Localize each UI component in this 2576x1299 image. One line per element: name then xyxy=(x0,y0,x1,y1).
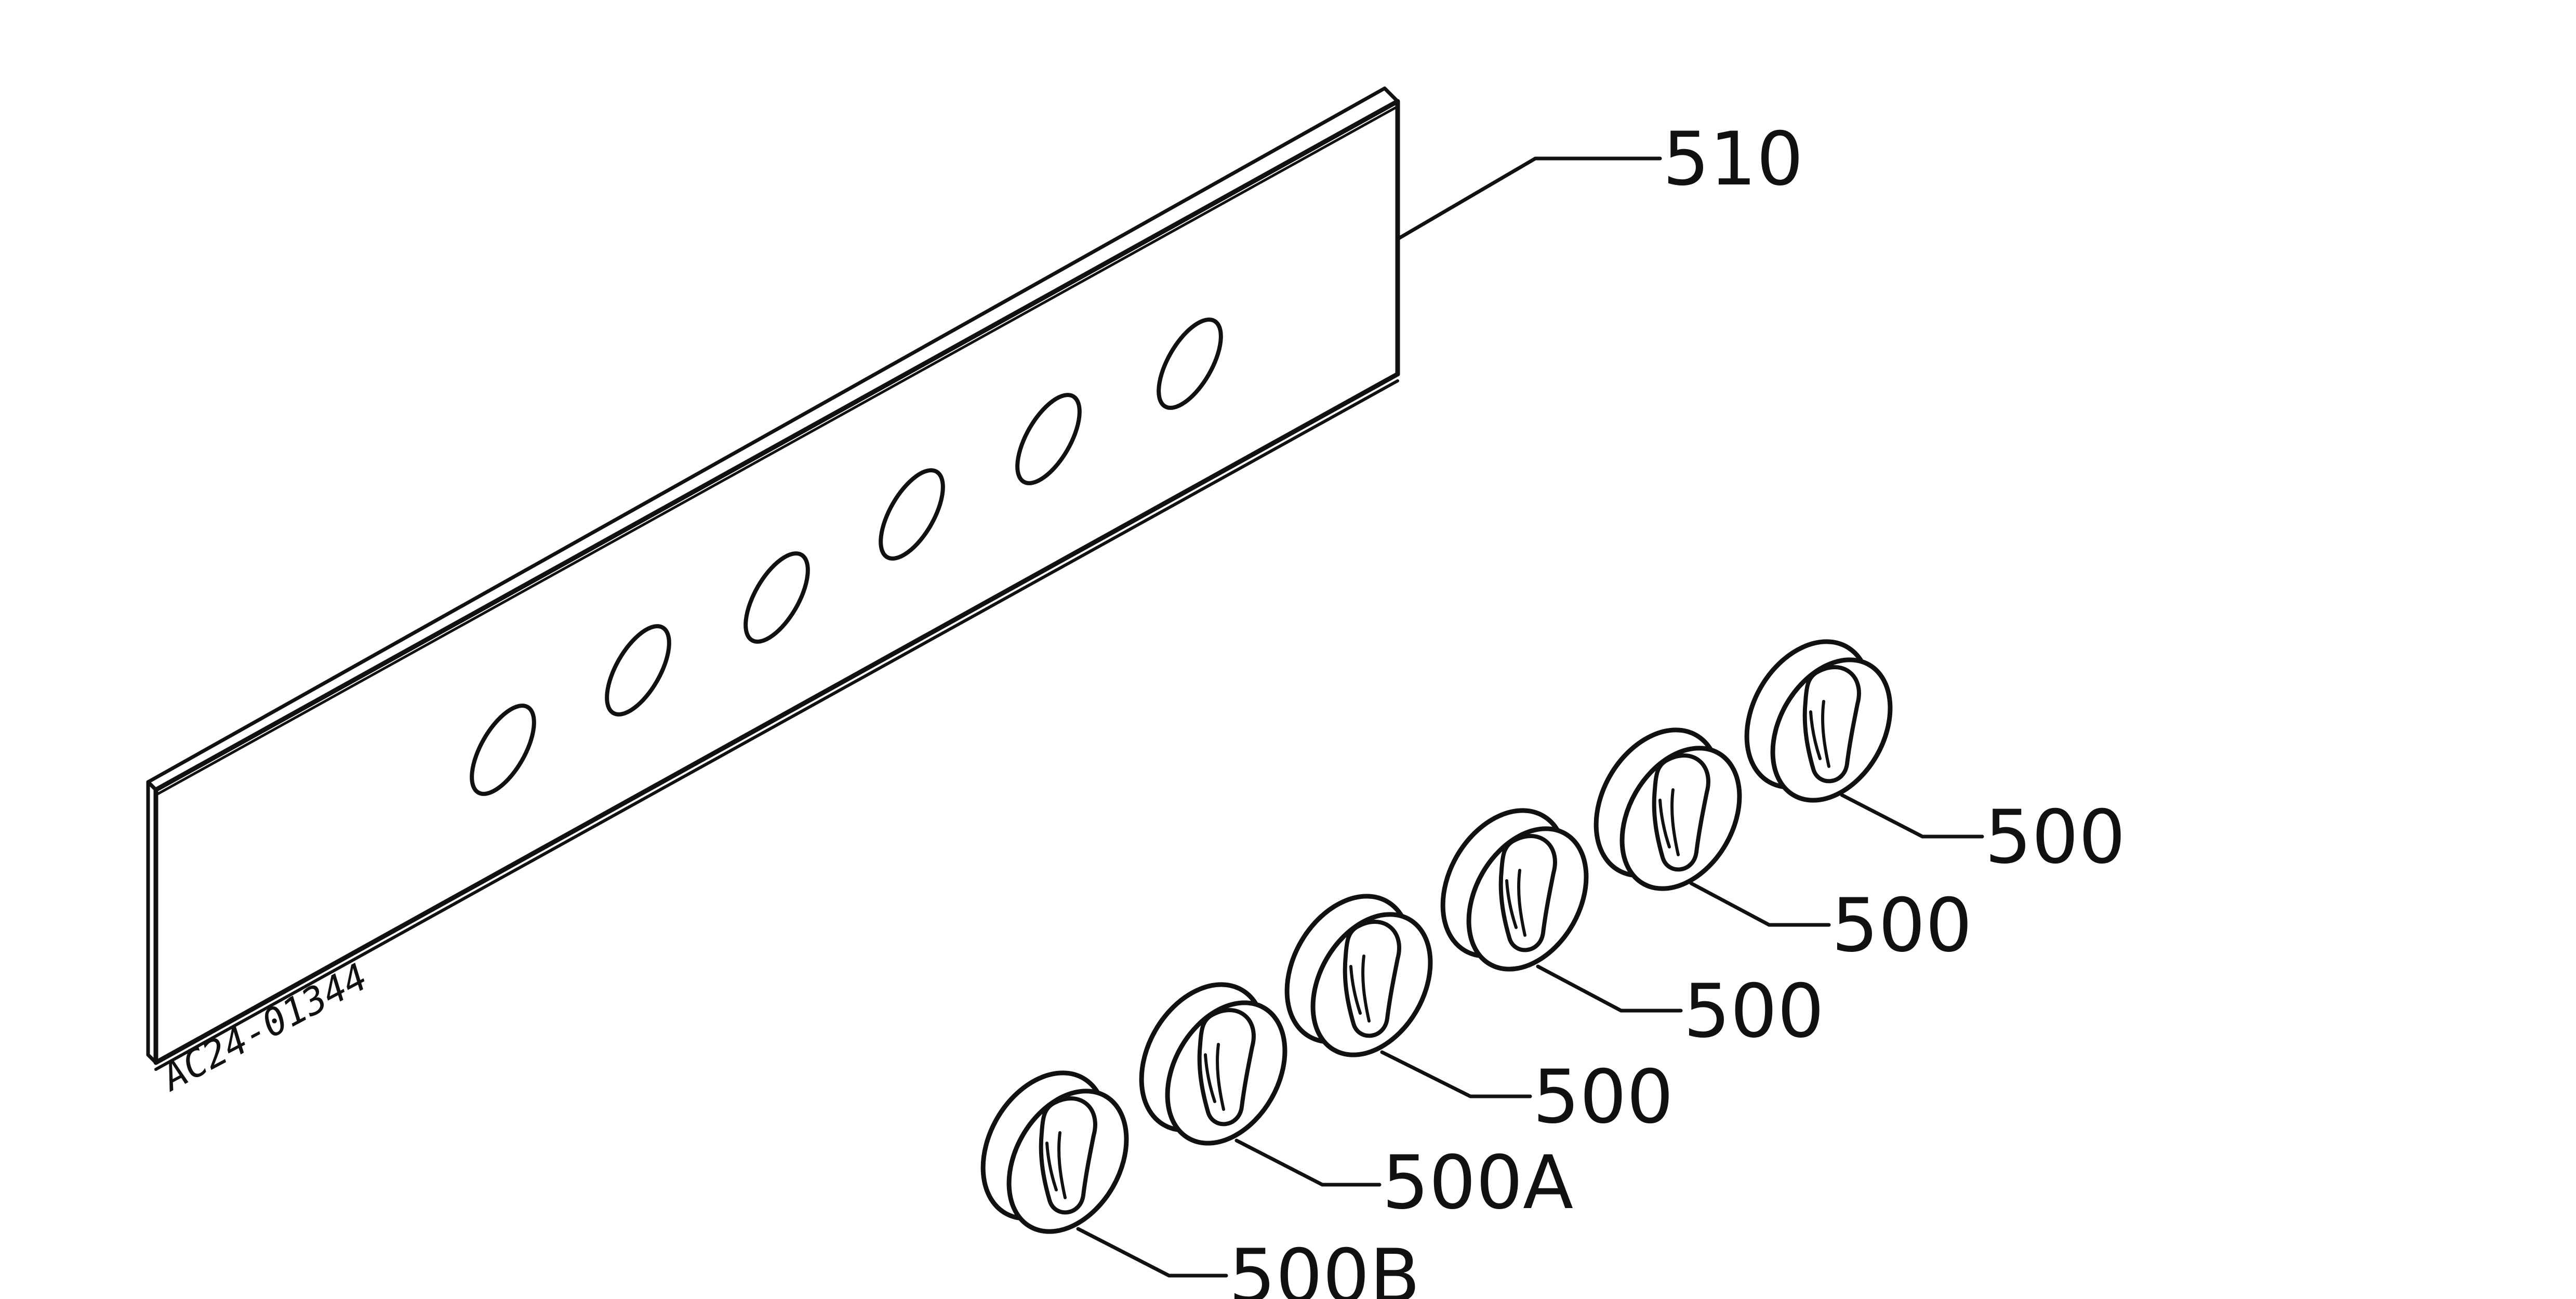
reference-code: AC24-01344 xyxy=(153,955,375,1100)
knob-callout-line xyxy=(1380,1050,1532,1098)
panel-callout-label: 510 xyxy=(1663,116,1803,202)
knob-callout-label: 500A xyxy=(1382,1140,1573,1226)
knob-500-2: 500 xyxy=(1418,789,1824,1054)
knob-500b: 500B xyxy=(958,1051,1420,1299)
panel-hole xyxy=(470,704,536,796)
panel-holes xyxy=(470,317,1223,796)
knob-500-1: 500 xyxy=(1262,874,1674,1140)
knob xyxy=(1722,620,1914,821)
panel-top-edge-inner xyxy=(154,105,1399,797)
knob-group: 500B 500A 500 500 500 500 xyxy=(958,620,2126,1299)
knob-500a: 500A xyxy=(1117,963,1573,1226)
knob-500-4: 500 xyxy=(1722,620,2126,880)
knob-callout-label: 500 xyxy=(1533,1054,1674,1140)
knob xyxy=(1117,963,1309,1164)
panel-hole xyxy=(879,468,945,561)
knob-callout-line xyxy=(1536,964,1683,1013)
panel-hole xyxy=(1157,317,1223,410)
knob-callout-line xyxy=(1840,793,1984,839)
knob-callout-label: 500 xyxy=(1683,969,1824,1054)
panel-hole xyxy=(743,551,810,644)
panel-hole xyxy=(605,624,671,717)
knob xyxy=(1571,708,1763,910)
knob-callout-label: 500B xyxy=(1229,1234,1420,1299)
knob-callout-label: 500 xyxy=(1985,794,2126,880)
knob-callout-line xyxy=(1234,1138,1382,1187)
knob-callout-line xyxy=(1076,1227,1228,1278)
knob xyxy=(958,1051,1150,1253)
knob-callout-line xyxy=(1689,881,1831,927)
knob-callout-label: 500 xyxy=(1831,883,1972,969)
knob xyxy=(1262,874,1454,1076)
panel-bottom-edge xyxy=(154,379,1399,1071)
control-panel: 510 xyxy=(146,86,1803,1071)
panel-callout-line xyxy=(1396,156,1662,241)
knob-500-3: 500 xyxy=(1571,708,1972,969)
panel-top-edge xyxy=(146,86,1400,792)
panel-front-face xyxy=(153,99,1400,1065)
panel-left-edge xyxy=(146,780,158,1065)
knob xyxy=(1418,789,1610,990)
panel-hole xyxy=(1015,393,1082,485)
